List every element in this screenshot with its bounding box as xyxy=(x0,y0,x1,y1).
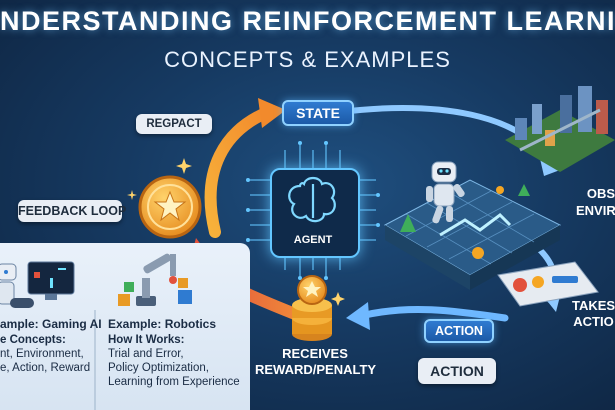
city-scene xyxy=(505,86,615,172)
receives-label-1: RECEIVES xyxy=(282,346,348,361)
robotics-line-2: Policy Optimization, xyxy=(108,362,209,374)
takes-label-1: TAKES xyxy=(572,298,615,313)
feedback-coin xyxy=(138,175,202,239)
feedback-loop-label: FEEDBACK LOOP xyxy=(18,200,126,222)
agent-label: AGENT xyxy=(293,234,333,246)
takes-label-2: ACTIO xyxy=(573,314,614,329)
reward-coin-stack xyxy=(292,275,332,341)
control-panel xyxy=(497,261,599,307)
robotics-line-1: Trial and Error, xyxy=(108,348,184,360)
robotics-title: Example: Robotics xyxy=(108,317,217,331)
arrow-action-to-reward xyxy=(361,305,509,322)
robot-icon xyxy=(426,161,465,224)
gaming-robot-icon xyxy=(0,263,17,305)
boxes-icon xyxy=(118,278,192,306)
arrowhead-state xyxy=(258,98,286,128)
receives-label-2: REWARD/PENALTY xyxy=(255,362,377,377)
regpact-label: REGPACT xyxy=(136,114,212,134)
observes-label-2: ENVIR xyxy=(576,203,615,218)
robotics-line-3: Learning from Experience xyxy=(108,376,240,388)
gaming-title: ample: Gaming AI xyxy=(0,317,102,331)
title-line-1: NDERSTANDING REINFORCEMENT LEARNI xyxy=(0,6,615,36)
sparkle-icons xyxy=(127,158,345,306)
gaming-line-2: e, Action, Reward xyxy=(0,362,91,374)
arrowhead-reward xyxy=(346,302,370,330)
star-icon xyxy=(153,190,187,222)
robotic-arm-icon xyxy=(136,253,177,306)
action-label-large: ACTION xyxy=(418,358,496,384)
game-controller-icon xyxy=(10,298,34,308)
title-line-2: CONCEPTS & EXAMPLES xyxy=(164,47,451,72)
gaming-line-1: nt, Environment, xyxy=(0,348,84,360)
action-label-small: ACTION xyxy=(424,319,494,343)
arrow-feedback-up xyxy=(204,106,274,238)
monitor-icon xyxy=(27,261,75,300)
observes-label-1: OBS xyxy=(586,186,615,201)
circuit-lines xyxy=(250,145,376,276)
state-label: STATE xyxy=(282,100,354,126)
gaming-concepts-head: e Concepts: xyxy=(0,334,66,346)
game-board xyxy=(383,179,562,290)
robotics-how-head: How It Works: xyxy=(108,334,185,346)
